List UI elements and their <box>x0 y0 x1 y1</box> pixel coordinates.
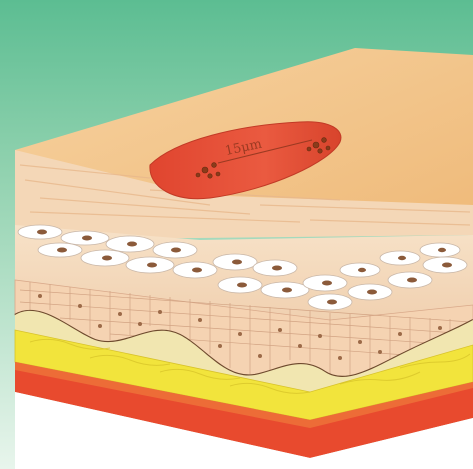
diagram-canvas: 15μm <box>0 0 473 469</box>
skin-layers-diagram: 15μm <box>0 0 473 469</box>
